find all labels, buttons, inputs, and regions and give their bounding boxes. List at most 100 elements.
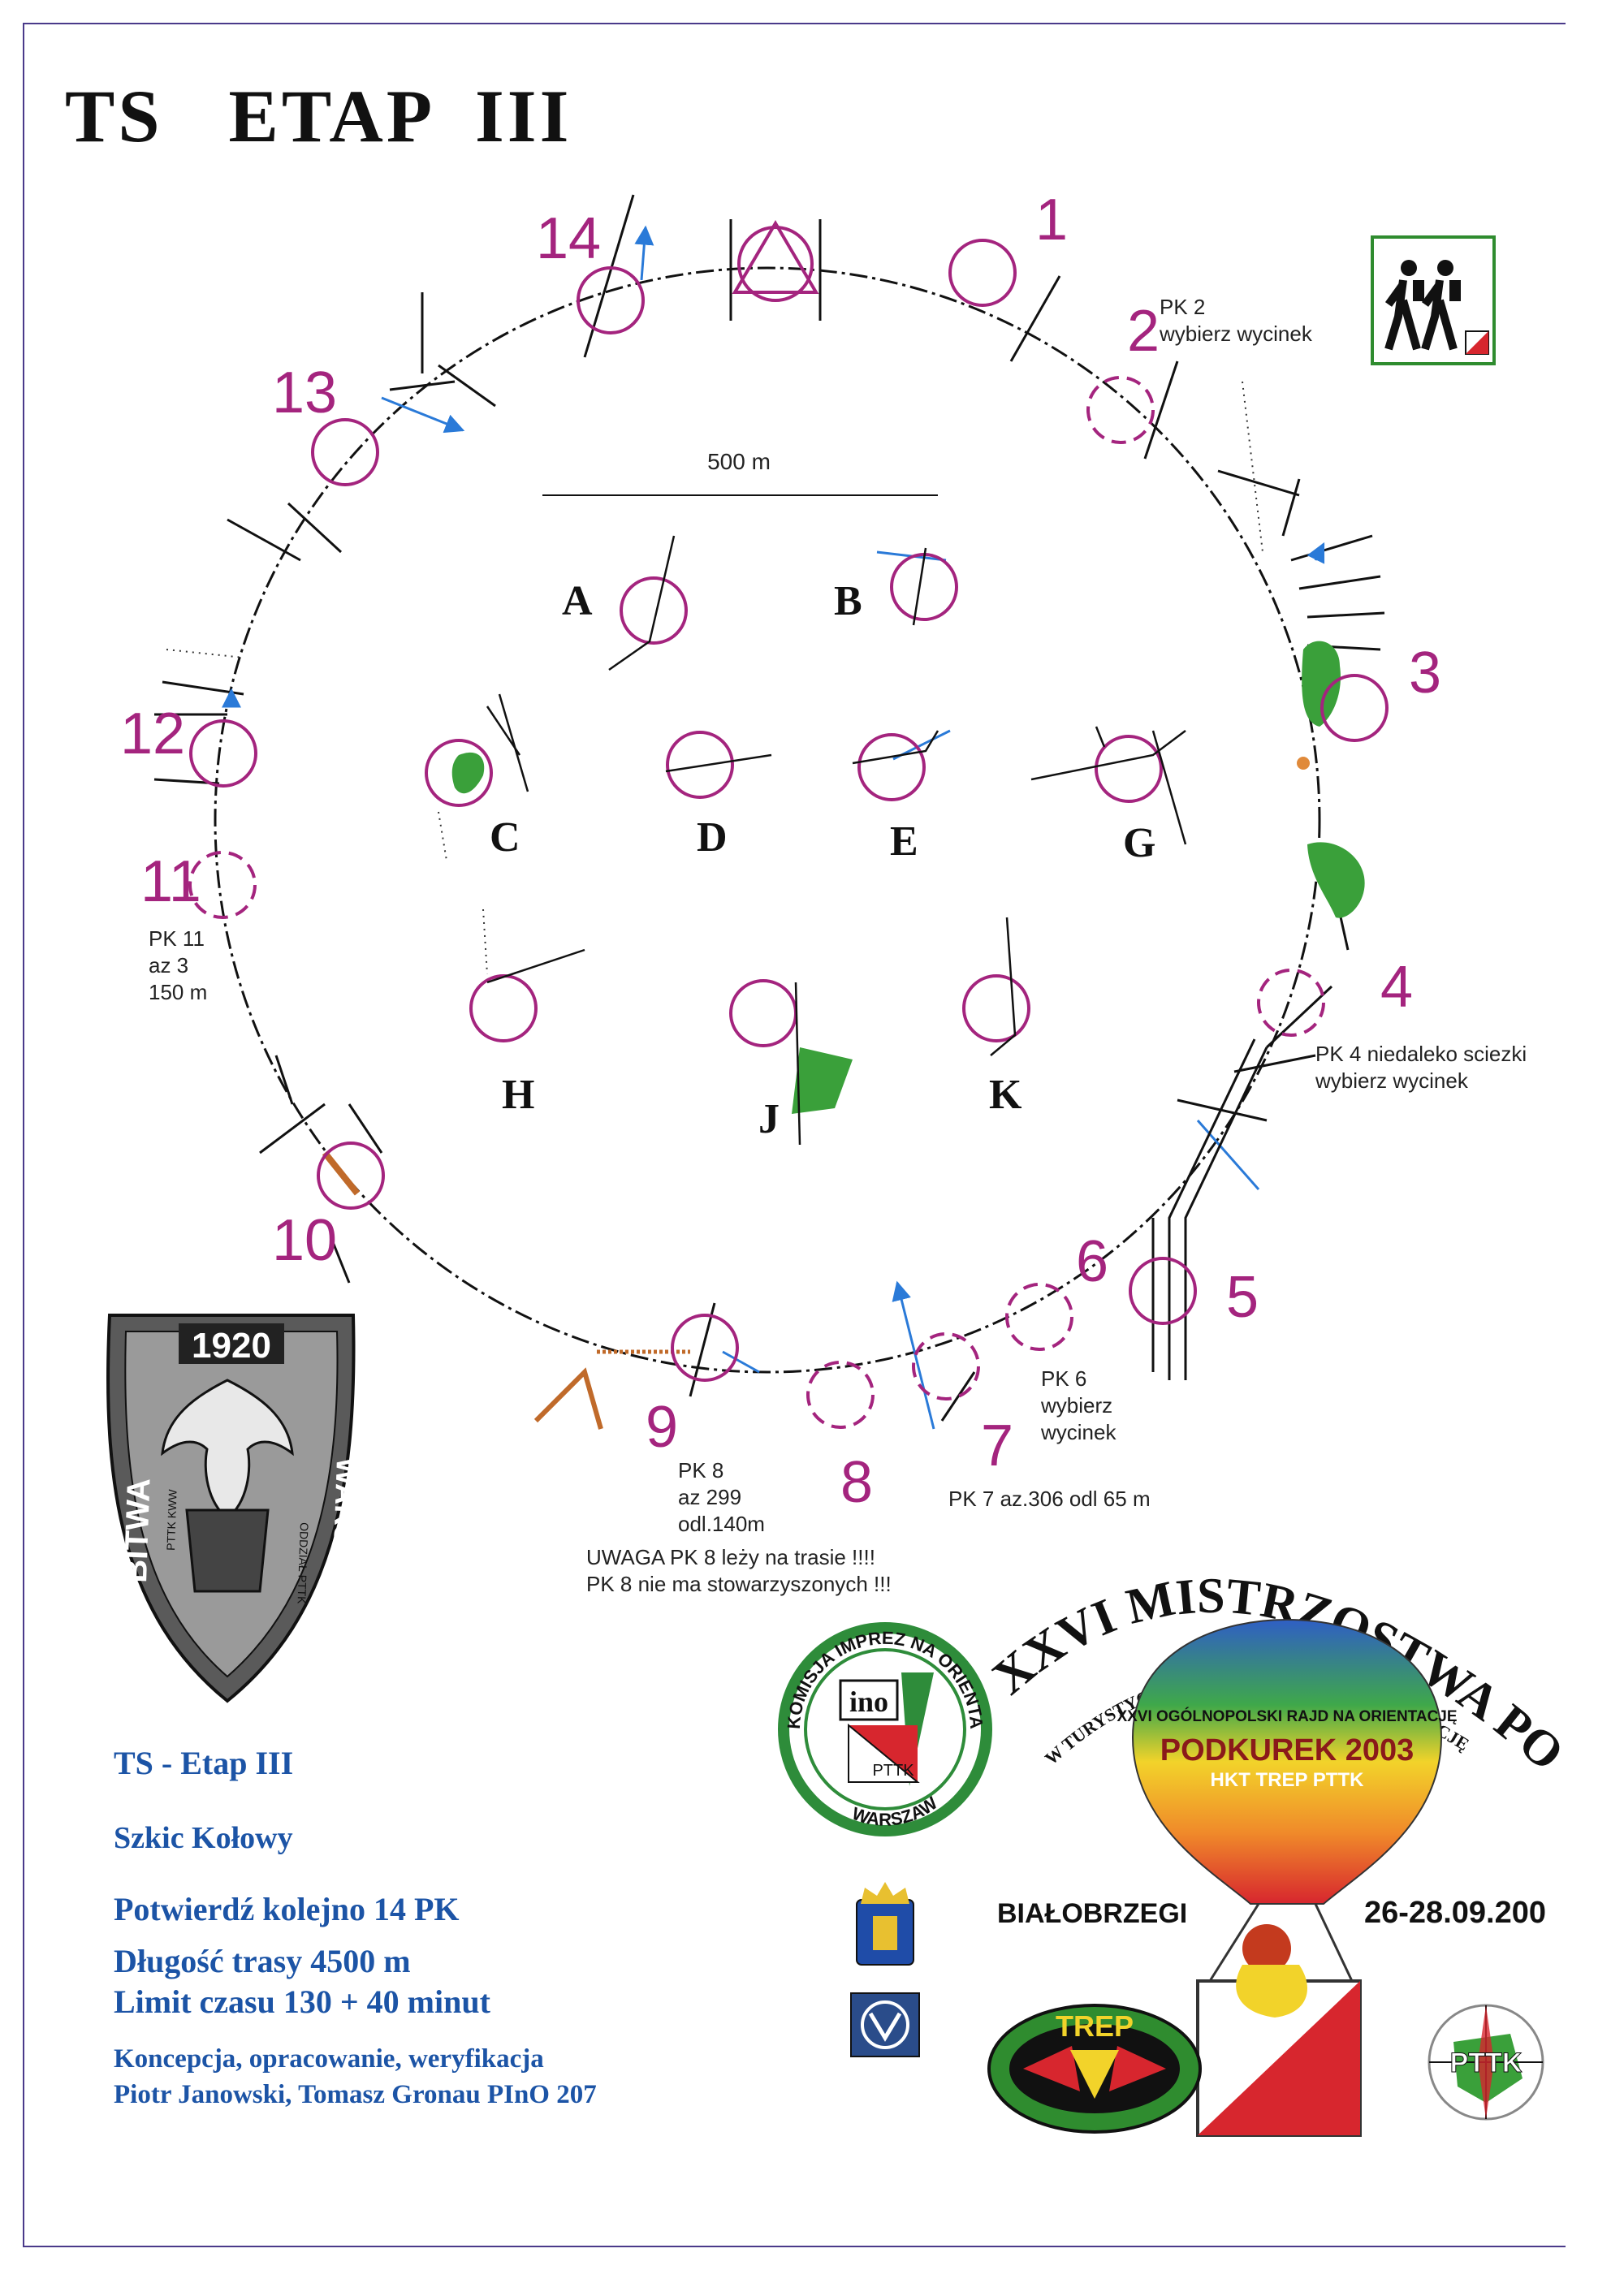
- note-warning-l1: UWAGA PK 8 leży na trasie !!!!: [586, 1545, 875, 1569]
- info-stage: TS - Etap III: [114, 1745, 294, 1781]
- control-number-14: 14: [536, 206, 601, 271]
- control-number-8: 8: [840, 1450, 873, 1515]
- note-pk6: PK 6 wybierz wycinek: [1041, 1366, 1116, 1446]
- control-circle-4: [1257, 969, 1325, 1037]
- badge-year: 1920: [192, 1326, 271, 1366]
- control-circle-12: [189, 719, 257, 788]
- vegetation: [451, 641, 1365, 1114]
- battle-badge: 1920 BITWA WARSZAWSKA PTTK KWW ODDZIAŁ P…: [106, 1314, 364, 1703]
- note-pk8: PK 8 az 299 odl.140m: [678, 1457, 765, 1538]
- inner-sketch-lines: [486, 535, 1187, 1146]
- page-frame-left: [23, 23, 24, 2247]
- note-pk4-l1: PK 4 niedaleko sciezki: [1315, 1042, 1527, 1066]
- note-warning-l2: PK 8 nie ma stowarzyszonych !!!: [586, 1572, 892, 1596]
- scale-label: 500 m: [707, 449, 771, 474]
- note-pk8-l2: az 299: [678, 1485, 742, 1509]
- inner-control-letter-C: C: [490, 814, 520, 861]
- page-frame-bottom: [23, 2246, 1566, 2247]
- info-credits-label: Koncepcja, opracowanie, weryfikacja: [114, 2044, 544, 2074]
- control-number-6: 6: [1076, 1229, 1108, 1294]
- inner-control-letter-K: K: [989, 1072, 1022, 1118]
- info-time-limit: Limit czasu 130 + 40 minut: [114, 1983, 490, 2020]
- inner-control-circle-D: [666, 731, 734, 799]
- inner-control-letter-G: G: [1123, 820, 1155, 866]
- inner-control-letter-J: J: [758, 1096, 780, 1142]
- control-number-13: 13: [272, 360, 337, 425]
- inner-control-letter-D: D: [697, 814, 728, 861]
- control-number-7: 7: [981, 1413, 1013, 1478]
- inner-control-circle-C: [425, 739, 493, 807]
- control-circle-8: [806, 1361, 875, 1429]
- control-circle-3: [1320, 674, 1389, 742]
- inner-control-circle-E: [857, 733, 926, 801]
- note-pk6-l2: wybierz: [1041, 1393, 1113, 1418]
- note-pk4: PK 4 niedaleko sciezki wybierz wycinek: [1315, 1041, 1527, 1094]
- control-circle-7: [912, 1332, 980, 1400]
- badge-bitwa: BITWA: [118, 1478, 157, 1583]
- dotted-paths: [166, 381, 1263, 975]
- control-circle-1: [948, 239, 1017, 307]
- info-length: Długość trasy 4500 m: [114, 1943, 411, 1979]
- note-warning: UWAGA PK 8 leży na trasie !!!! PK 8 nie …: [586, 1544, 892, 1598]
- note-pk6-l3: wycinek: [1041, 1420, 1116, 1444]
- orange-junction-10: [322, 1150, 361, 1196]
- hiking-icon: [1371, 235, 1496, 365]
- streams: [222, 225, 1325, 1430]
- control-number-2: 2: [1127, 299, 1160, 364]
- balloon-line2: PODKUREK 2003: [1160, 1733, 1415, 1767]
- control-circle-10: [317, 1142, 385, 1210]
- note-pk11: PK 11 az 3 150 m: [149, 926, 207, 1006]
- badge-small1: PTTK KWW: [164, 1488, 179, 1551]
- note-pk8-l3: odl.140m: [678, 1512, 765, 1536]
- balloon-line1: XXVI OGÓLNOPOLSKI RAJD NA ORIENTACJĘ: [1116, 1707, 1457, 1725]
- pttk-text: PTTK: [1450, 2048, 1522, 2078]
- note-pk11-l3: 150 m: [149, 980, 208, 1004]
- control-circle-5: [1129, 1257, 1197, 1325]
- coat-of-arms: [856, 1882, 914, 1966]
- badge-small2: ODDZIAŁ PTTK: [295, 1522, 311, 1605]
- inner-control-circle-G: [1095, 735, 1163, 803]
- control-number-10: 10: [272, 1208, 337, 1273]
- info-checkpoints: Potwierdź kolejno 14 PK: [114, 1891, 460, 1927]
- control-circle-11: [188, 851, 257, 919]
- event-place: BIAŁOBRZEGI: [997, 1898, 1187, 1929]
- inner-control-letter-A: A: [562, 578, 593, 624]
- railway: [1151, 1038, 1268, 1380]
- note-pk11-l2: az 3: [149, 953, 189, 978]
- ino-pttk: PTTK: [872, 1762, 914, 1780]
- inner-control-circle-A: [620, 576, 688, 645]
- note-pk2-l1: PK 2: [1160, 295, 1206, 319]
- note-pk4-l2: wybierz wycinek: [1315, 1068, 1468, 1093]
- pttk-logo: PTTK: [1427, 2004, 1544, 2121]
- control-circle-9: [671, 1314, 739, 1382]
- control-circle-2: [1086, 376, 1155, 444]
- control-circle-14: [577, 266, 645, 334]
- crossing-lines: [153, 194, 1385, 1422]
- start-triangle: [732, 220, 819, 302]
- badge-warszawska: WARSZAWSKA: [323, 1457, 364, 1672]
- eagle-emblem: [850, 1992, 920, 2057]
- inner-control-letter-B: B: [834, 578, 862, 624]
- note-pk2-l2: wybierz wycinek: [1160, 322, 1312, 346]
- balloon-logo: XXVI OGÓLNOPOLSKI RAJD NA ORIENTACJĘ POD…: [1116, 1618, 1458, 2137]
- route-circle: [214, 266, 1321, 1374]
- control-number-11: 11: [140, 849, 201, 914]
- control-number-5: 5: [1226, 1265, 1259, 1330]
- control-number-4: 4: [1380, 955, 1413, 1020]
- inner-control-letter-H: H: [502, 1072, 534, 1118]
- event-dates: 26-28.09.200: [1364, 1896, 1546, 1930]
- balloon-line3: HKT TREP PTTK: [1211, 1769, 1365, 1791]
- control-number-9: 9: [646, 1395, 678, 1460]
- inner-control-circle-J: [729, 979, 797, 1047]
- note-pk2: PK 2 wybierz wycinek: [1160, 294, 1312, 347]
- control-circle-13: [311, 418, 379, 486]
- note-pk7: PK 7 az.306 odl 65 m: [948, 1487, 1151, 1511]
- page-frame-top: [23, 23, 1566, 24]
- page-title: TS ETAP III: [65, 75, 572, 158]
- inner-control-circle-H: [469, 974, 538, 1042]
- control-number-1: 1: [1035, 188, 1068, 252]
- orange-junction: [533, 1367, 603, 1430]
- info-sketch-type: Szkic Kołowy: [114, 1821, 293, 1855]
